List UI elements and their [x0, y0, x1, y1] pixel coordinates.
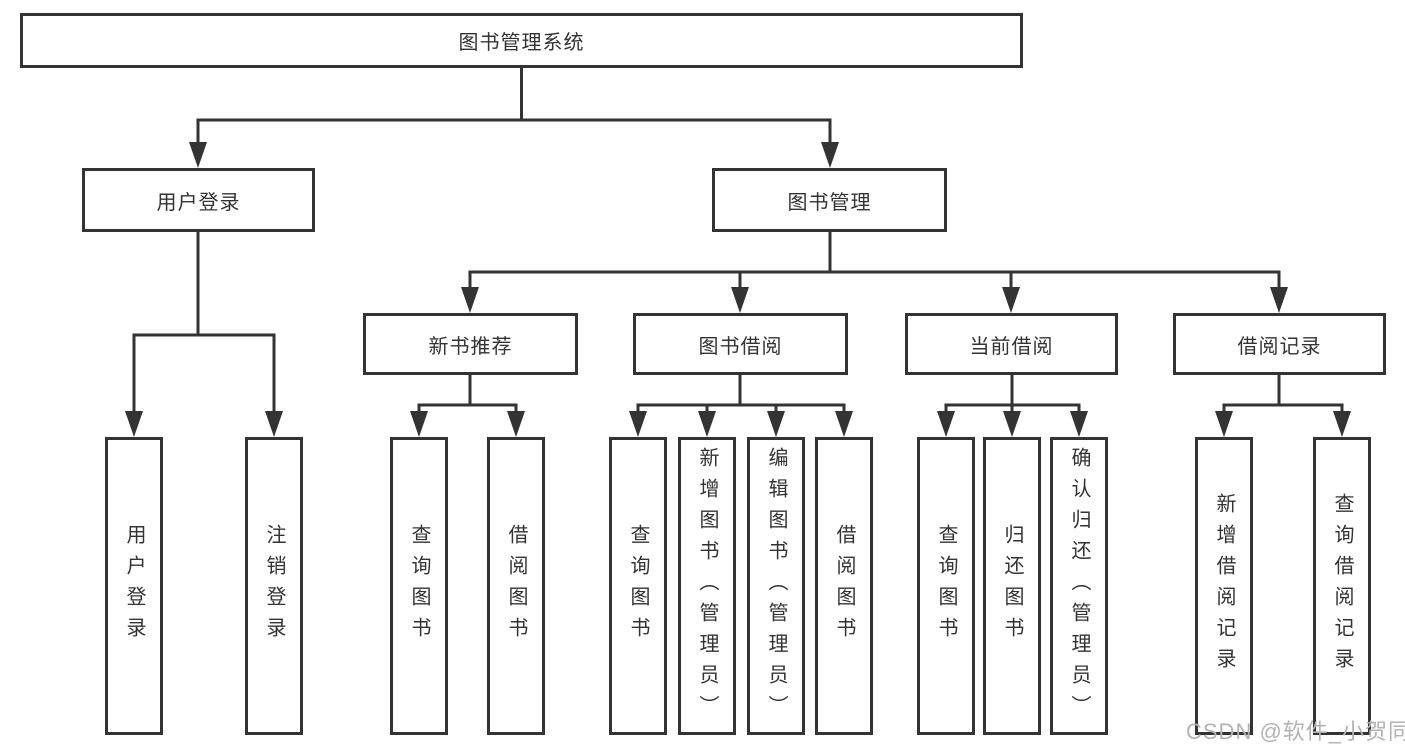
- leaf-label: 确认归还（管理员）: [1068, 446, 1090, 726]
- leaf-query-books-current: 查询图书: [917, 437, 975, 735]
- leaf-add-book-admin: 新增图书（管理员）: [678, 437, 736, 735]
- leaf-label: 归还图书: [1001, 524, 1023, 648]
- node-borrow-records: 借阅记录: [1173, 313, 1386, 375]
- leaf-label: 借阅图书: [505, 524, 527, 648]
- node-library-system: 图书管理系统: [20, 13, 1023, 68]
- node-user-login: 用户登录: [82, 168, 315, 232]
- leaf-query-borrow-record: 查询借阅记录: [1313, 437, 1371, 735]
- leaf-label: 新增借阅记录: [1213, 493, 1235, 679]
- node-label: 用户登录: [156, 191, 241, 214]
- leaf-query-books-recommend: 查询图书: [390, 437, 448, 735]
- leaf-borrow-books-recommend: 借阅图书: [487, 437, 545, 735]
- leaf-label: 查询图书: [408, 524, 430, 648]
- leaf-add-borrow-record: 新增借阅记录: [1195, 437, 1253, 735]
- leaf-label: 借阅图书: [833, 524, 855, 648]
- node-label: 图书管理: [787, 191, 872, 214]
- leaf-user-login: 用户登录: [105, 437, 163, 735]
- node-label: 借阅记录: [1237, 335, 1322, 358]
- leaf-label: 用户登录: [123, 524, 145, 648]
- leaf-label: 查询借阅记录: [1331, 493, 1353, 679]
- leaf-confirm-return-admin: 确认归还（管理员）: [1050, 437, 1108, 735]
- leaf-label: 查询图书: [935, 524, 957, 648]
- leaf-label: 编辑图书（管理员）: [765, 446, 787, 726]
- leaf-label: 查询图书: [627, 524, 649, 648]
- node-label: 当前借阅: [969, 335, 1054, 358]
- leaf-query-books-borrow: 查询图书: [609, 437, 667, 735]
- node-book-management: 图书管理: [712, 168, 947, 232]
- leaf-return-book: 归还图书: [983, 437, 1041, 735]
- leaf-edit-book-admin: 编辑图书（管理员）: [747, 437, 805, 735]
- node-label: 新书推荐: [428, 335, 513, 358]
- leaf-logout: 注销登录: [245, 437, 303, 735]
- leaf-borrow-books-borrow: 借阅图书: [815, 437, 873, 735]
- node-current-borrowing: 当前借阅: [905, 313, 1118, 375]
- node-book-borrowing: 图书借阅: [633, 313, 848, 375]
- leaf-label: 注销登录: [263, 524, 285, 648]
- node-label: 图书借阅: [698, 335, 783, 358]
- watermark: CSDN @软件_小贺同学: [1186, 719, 1405, 744]
- node-new-book-recommend: 新书推荐: [363, 313, 578, 375]
- leaf-label: 新增图书（管理员）: [696, 446, 718, 726]
- node-label: 图书管理系统: [458, 32, 585, 54]
